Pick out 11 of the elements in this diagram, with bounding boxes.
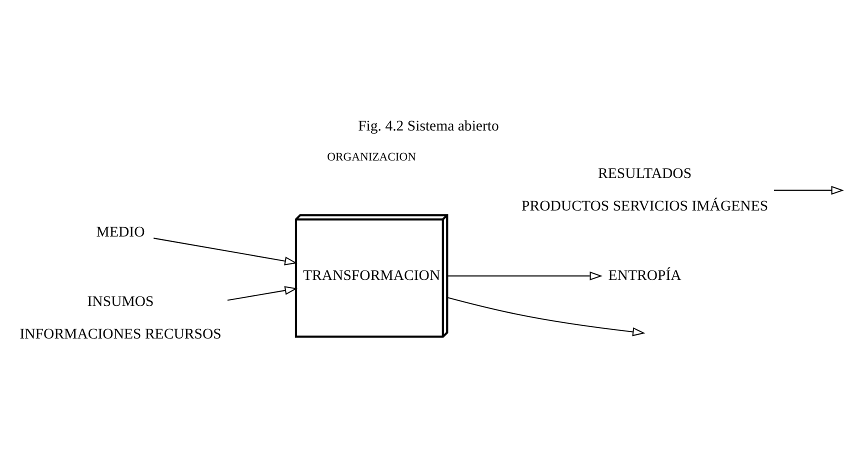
arrow — [154, 237, 298, 265]
arrow — [447, 271, 602, 280]
node-text: INSUMOS INFORMACIONES RECURSOS — [20, 293, 222, 342]
arrow — [227, 286, 298, 300]
node-text: MEDIO — [96, 224, 145, 240]
arrow — [774, 185, 844, 194]
node-text: RESULTADOS PRODUCTOS SERVICIOS IMÁGENES — [522, 165, 768, 214]
label: ORGANIZACION — [327, 150, 416, 164]
arrow — [447, 296, 646, 336]
diagram-title: Fig. 4.2 Sistema abierto — [358, 118, 499, 134]
node-text: ENTROPÍA — [608, 267, 682, 284]
